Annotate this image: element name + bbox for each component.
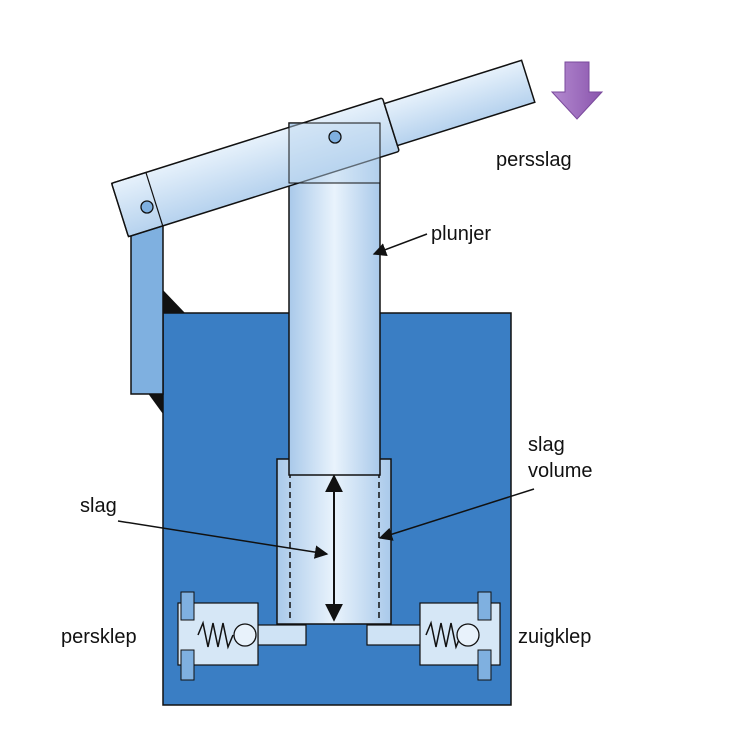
stroke-volume-label-line1: slag xyxy=(528,434,565,456)
pressure-valve xyxy=(177,591,259,681)
pressure-valve-label: persklep xyxy=(61,626,137,648)
channel-left xyxy=(257,624,307,646)
link-bracket-top xyxy=(163,290,185,313)
suction-valve-label: zuigklep xyxy=(518,626,591,648)
stroke-volume-label-line2: volume xyxy=(528,460,592,482)
suction-valve xyxy=(419,591,501,681)
plunger-label: plunjer xyxy=(431,223,491,245)
lever xyxy=(110,59,536,238)
link-bracket-bottom xyxy=(147,392,163,414)
stroke-label: slag xyxy=(80,495,117,517)
plunger-pin xyxy=(328,130,342,144)
plunger-leader xyxy=(372,233,428,257)
lever-pivot-pin xyxy=(140,200,154,214)
channel-right xyxy=(366,624,423,646)
stroke-leader xyxy=(117,520,329,559)
press-stroke-label: persslag xyxy=(496,149,572,171)
arrow-down-icon xyxy=(550,61,604,120)
stroke-volume-leader xyxy=(378,488,535,541)
